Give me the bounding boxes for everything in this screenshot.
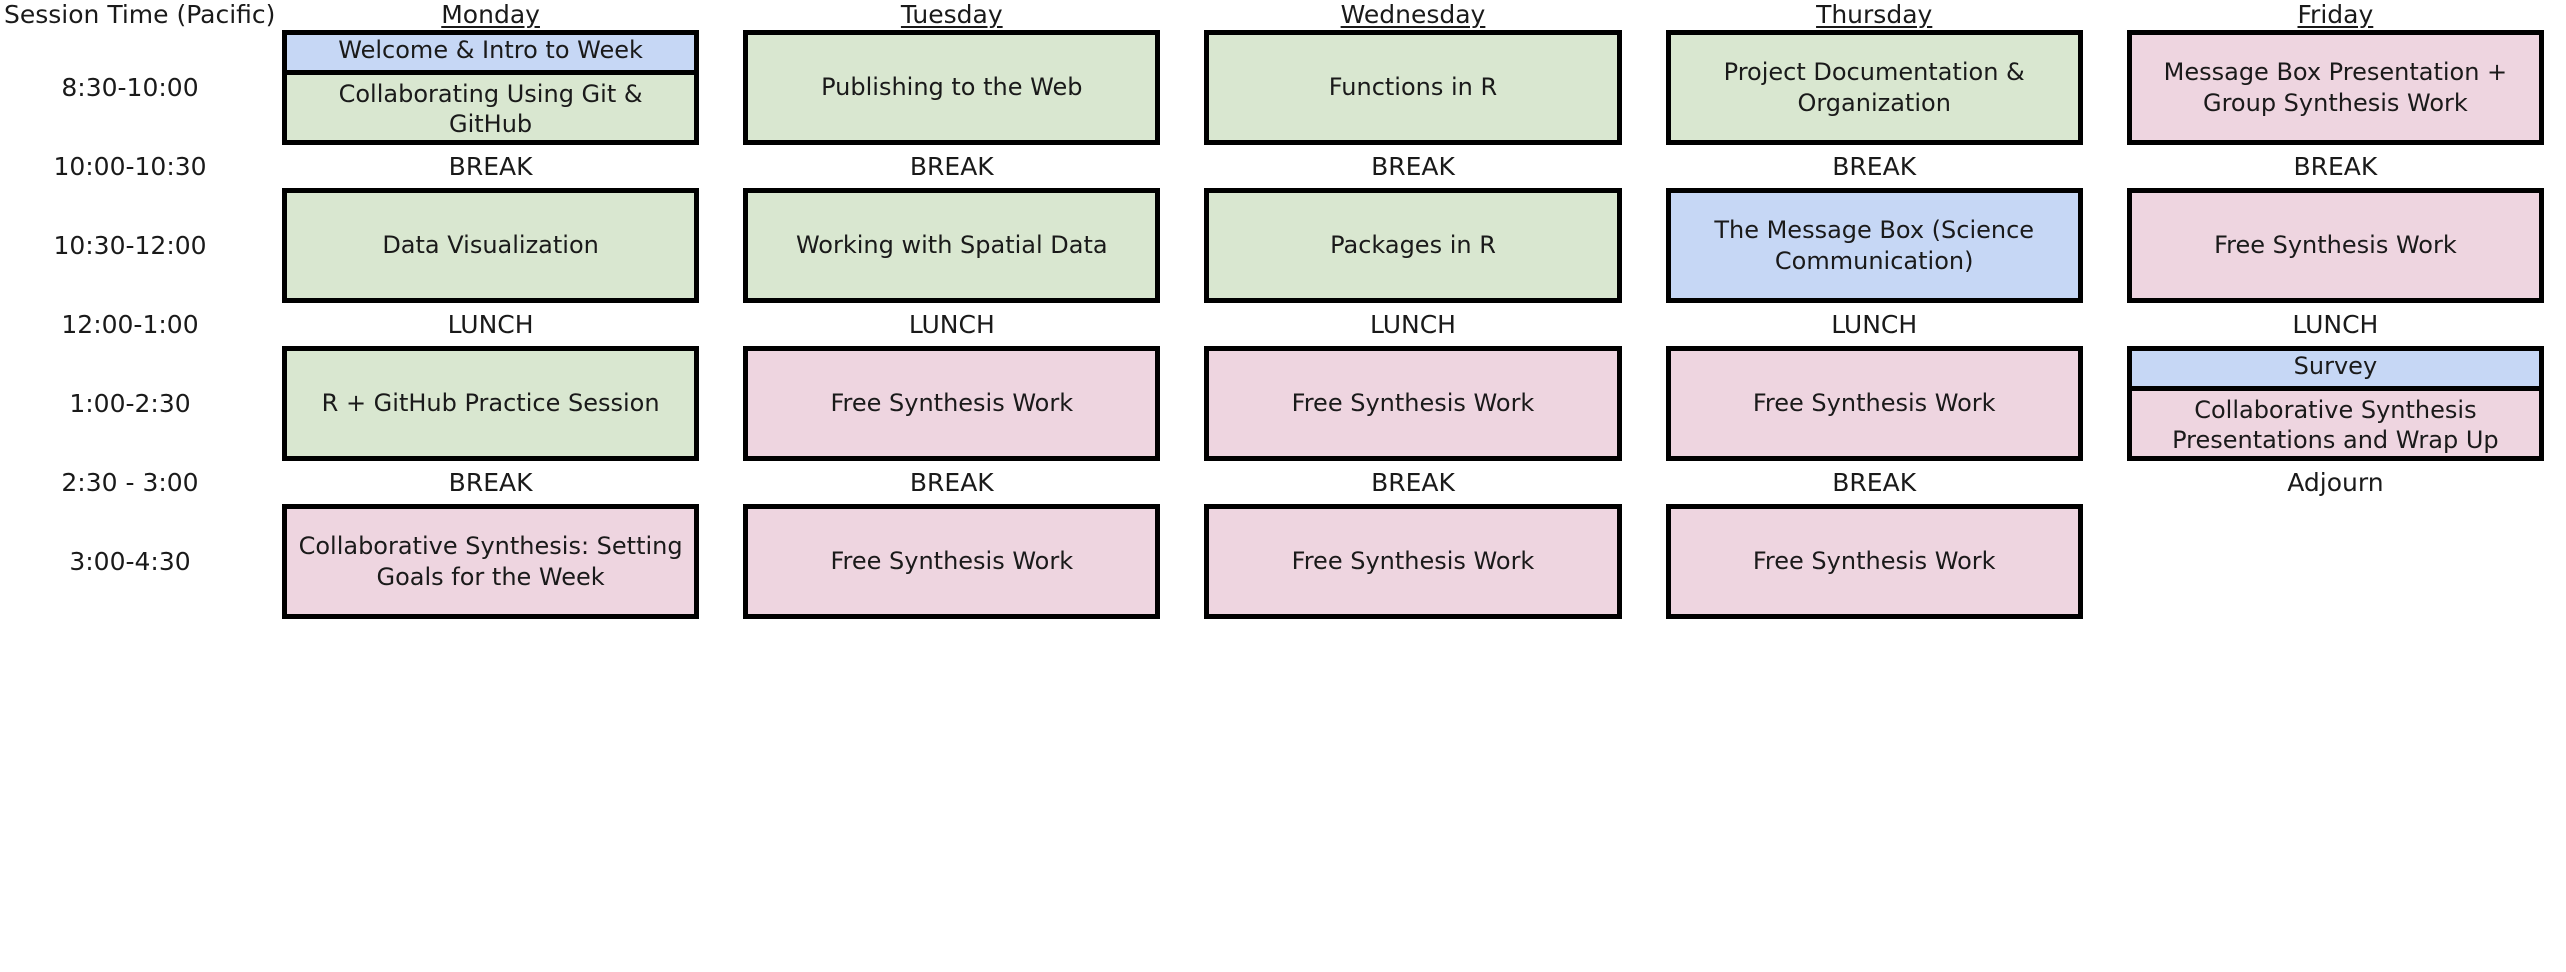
interstitial-monday-row-4: LUNCH: [447, 309, 534, 339]
time-label-row-7: 3:00-4:30: [69, 546, 191, 576]
day-header-thursday-label: Thursday: [1816, 0, 1933, 30]
time-label-row-5: 1:00-2:30: [69, 388, 191, 418]
session-cell-wednesday-row-5: Free Synthesis Work: [1182, 346, 1643, 461]
interstitial-wednesday-row-4: LUNCH: [1370, 309, 1456, 339]
session-cell-thursday-row-5: Free Synthesis Work: [1644, 346, 2105, 461]
interstitial-friday-row-2: BREAK: [2293, 151, 2378, 181]
session-cell-wednesday-row-3: Packages in R: [1182, 188, 1643, 303]
day-header-wednesday-label: Wednesday: [1340, 0, 1486, 30]
session-cell-friday-row-7: [2105, 504, 2566, 619]
session-cell-tuesday-row-5: Free Synthesis Work: [721, 346, 1182, 461]
interstitial-monday-row-6: BREAK: [448, 467, 533, 497]
session-box-friday-row-3[interactable]: Free Synthesis Work: [2126, 188, 2544, 303]
interstitial-thursday-row-2: BREAK: [1832, 151, 1917, 181]
interstitial-friday-row-6: Adjourn: [2287, 467, 2384, 497]
session-box-thursday-row-5[interactable]: Free Synthesis Work: [1665, 346, 2083, 461]
interstitial-wednesday-row-2: BREAK: [1371, 151, 1455, 181]
session-box-friday-row-1[interactable]: Message Box Presentation + Group Synthes…: [2126, 30, 2544, 145]
time-label-row-3: 10:30-12:00: [53, 230, 207, 260]
interstitial-tuesday-row-6: BREAK: [909, 467, 994, 497]
session-box-tuesday-row-5[interactable]: Free Synthesis Work: [743, 346, 1161, 461]
session-cell-wednesday-row-1: Functions in R: [1182, 30, 1643, 145]
session-segment-monday-row-1-1[interactable]: Welcome & Intro to Week: [287, 35, 695, 75]
time-label-row-1: 8:30-10:00: [61, 72, 199, 102]
day-header-monday: Monday: [260, 0, 721, 30]
session-box-wednesday-row-1[interactable]: Functions in R: [1204, 30, 1622, 145]
session-box-wednesday-row-5[interactable]: Free Synthesis Work: [1204, 346, 1622, 461]
interstitial-friday-row-4: LUNCH: [2292, 309, 2379, 339]
session-cell-thursday-row-1: Project Documentation & Organization: [1644, 30, 2105, 145]
session-box-thursday-row-1[interactable]: Project Documentation & Organization: [1665, 30, 2083, 145]
session-box-wednesday-row-3[interactable]: Packages in R: [1204, 188, 1622, 303]
day-header-friday-label: Friday: [2297, 0, 2374, 30]
time-label-row-6: 2:30 - 3:00: [61, 467, 199, 497]
time-label-row-2: 10:00-10:30: [53, 151, 207, 181]
day-header-thursday: Thursday: [1644, 0, 2105, 30]
session-cell-thursday-row-7: Free Synthesis Work: [1644, 504, 2105, 619]
session-segment-friday-row-5-1[interactable]: Survey: [2131, 351, 2539, 391]
interstitial-tuesday-row-2: BREAK: [909, 151, 994, 181]
day-header-tuesday-label: Tuesday: [900, 0, 1003, 30]
session-cell-tuesday-row-1: Publishing to the Web: [721, 30, 1182, 145]
session-segment-monday-row-1-2[interactable]: Collaborating Using Git & GitHub: [287, 74, 695, 140]
session-cell-thursday-row-3: The Message Box (Science Communication): [1644, 188, 2105, 303]
session-box-tuesday-row-1[interactable]: Publishing to the Web: [743, 30, 1161, 145]
session-box-thursday-row-3[interactable]: The Message Box (Science Communication): [1665, 188, 2083, 303]
day-header-wednesday: Wednesday: [1182, 0, 1643, 30]
session-cell-friday-row-3: Free Synthesis Work: [2105, 188, 2566, 303]
session-box-monday-row-3[interactable]: Data Visualization: [282, 188, 700, 303]
session-box-wednesday-row-7[interactable]: Free Synthesis Work: [1204, 504, 1622, 619]
session-cell-tuesday-row-7: Free Synthesis Work: [721, 504, 1182, 619]
interstitial-wednesday-row-6: BREAK: [1371, 467, 1455, 497]
session-box-tuesday-row-7[interactable]: Free Synthesis Work: [743, 504, 1161, 619]
session-box-tuesday-row-3[interactable]: Working with Spatial Data: [743, 188, 1161, 303]
session-box-monday-row-5[interactable]: R + GitHub Practice Session: [282, 346, 700, 461]
day-header-monday-label: Monday: [441, 0, 540, 30]
session-box-monday-row-7[interactable]: Collaborative Synthesis: Setting Goals f…: [282, 504, 700, 619]
session-cell-friday-row-1: Message Box Presentation + Group Synthes…: [2105, 30, 2566, 145]
session-box-thursday-row-7[interactable]: Free Synthesis Work: [1665, 504, 2083, 619]
session-cell-tuesday-row-3: Working with Spatial Data: [721, 188, 1182, 303]
session-cell-monday-row-5: R + GitHub Practice Session: [260, 346, 721, 461]
day-header-friday: Friday: [2105, 0, 2566, 30]
session-cell-monday-row-3: Data Visualization: [260, 188, 721, 303]
time-label-row-4: 12:00-1:00: [61, 309, 199, 339]
day-header-tuesday: Tuesday: [721, 0, 1182, 30]
session-cell-wednesday-row-7: Free Synthesis Work: [1182, 504, 1643, 619]
interstitial-thursday-row-4: LUNCH: [1831, 309, 1918, 339]
session-segment-friday-row-5-2[interactable]: Collaborative Synthesis Presentations an…: [2131, 390, 2539, 456]
interstitial-tuesday-row-4: LUNCH: [908, 309, 995, 339]
session-cell-monday-row-7: Collaborative Synthesis: Setting Goals f…: [260, 504, 721, 619]
interstitial-monday-row-2: BREAK: [448, 151, 533, 181]
time-column-title: Session Time (Pacific): [4, 0, 276, 30]
interstitial-thursday-row-6: BREAK: [1832, 467, 1917, 497]
